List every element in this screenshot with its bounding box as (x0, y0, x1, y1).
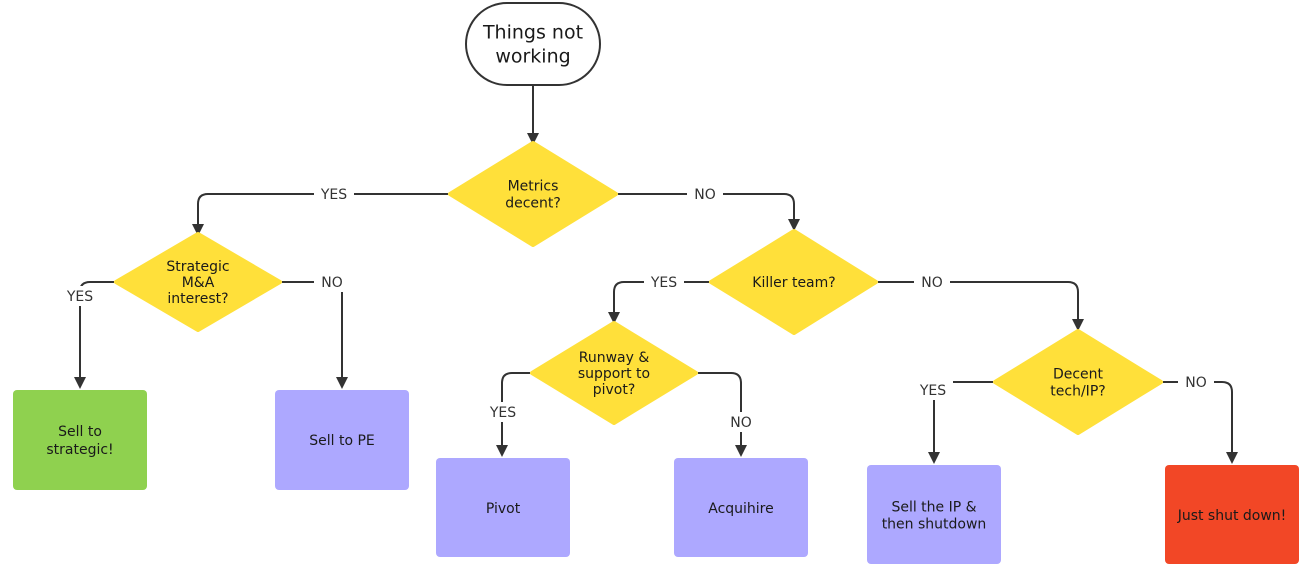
outcome-sell-pe-label: Sell to PE (309, 433, 375, 449)
label-metrics-no: NO (694, 187, 716, 203)
label-strategic-no: NO (321, 275, 343, 291)
node-text-line: tech/IP? (1050, 383, 1105, 399)
node-text-line: Decent (1053, 366, 1104, 382)
outcome-pivot-label: Pivot (486, 501, 521, 517)
decision-tech (993, 329, 1163, 435)
node-text-line: Pivot (486, 501, 521, 517)
outcome-sell-pe (275, 390, 409, 490)
decision-runway (530, 321, 698, 425)
edge-metrics-yes (192, 193, 448, 236)
outcome-acquihire (674, 458, 808, 557)
node-text-line: working (495, 46, 570, 68)
edge-runway-yes (496, 372, 530, 457)
outcome-nodes: Sell to strategic! Sell to PE Pivot Acqui… (13, 390, 1299, 564)
node-text-line: Runway & (579, 350, 650, 366)
edge-metrics-no (618, 193, 800, 231)
edge-labels: YES NO YES NO YES NO YES NO YES NO (62, 184, 1214, 432)
outcome-sell-ip-label: Sell the IP &then shutdown (882, 499, 987, 532)
edge-killer-yes (608, 281, 709, 324)
label-runway-yes: YES (489, 405, 516, 421)
node-text-line: Things not (482, 22, 583, 44)
edge-killer-no (878, 281, 1084, 331)
edge-tech-no (1163, 381, 1238, 464)
node-text-line: interest? (167, 291, 228, 307)
node-text-line: pivot? (593, 382, 636, 398)
node-text-line: Sell to PE (309, 433, 375, 449)
decision-killer-label: Killer team? (752, 275, 835, 291)
node-text-line: M&A (182, 275, 215, 291)
node-text-line: support to (578, 366, 650, 382)
label-metrics-yes: YES (320, 187, 347, 203)
label-runway-no: NO (730, 415, 752, 431)
node-text-line: Acquihire (708, 501, 774, 517)
outcome-shut-down (1165, 465, 1299, 564)
outcome-sell-ip (867, 465, 1001, 564)
label-strategic-yes: YES (66, 289, 93, 305)
label-killer-yes: YES (650, 275, 677, 291)
node-text-line: then shutdown (882, 516, 987, 532)
edge-strategic-no (282, 281, 348, 389)
label-tech-no: NO (1185, 375, 1207, 391)
decision-killer (709, 229, 878, 335)
decision-strategic (114, 232, 282, 332)
node-text-line: decent? (505, 195, 561, 211)
node-text-line: Sell the IP & (891, 499, 976, 515)
node-text-line: Sell to (58, 424, 102, 440)
start-node (465, 2, 601, 86)
outcome-pivot (436, 458, 570, 557)
node-text-line: Just shut down! (1177, 508, 1287, 524)
node-text-line: Strategic (166, 259, 229, 275)
decision-metrics (448, 141, 618, 247)
outcome-acquihire-label: Acquihire (708, 501, 774, 517)
outcome-sell-strategic-label: Sell to strategic! (46, 424, 113, 458)
node-text-line: Killer team? (752, 275, 835, 291)
label-tech-yes: YES (919, 383, 946, 399)
outcome-sell-strategic (13, 390, 147, 490)
node-text-line: strategic! (46, 442, 113, 458)
label-killer-no: NO (921, 275, 943, 291)
outcome-shut-down-label: Just shut down! (1177, 508, 1287, 524)
edge-runway-no (698, 372, 747, 457)
node-text-line: Metrics (508, 178, 559, 194)
